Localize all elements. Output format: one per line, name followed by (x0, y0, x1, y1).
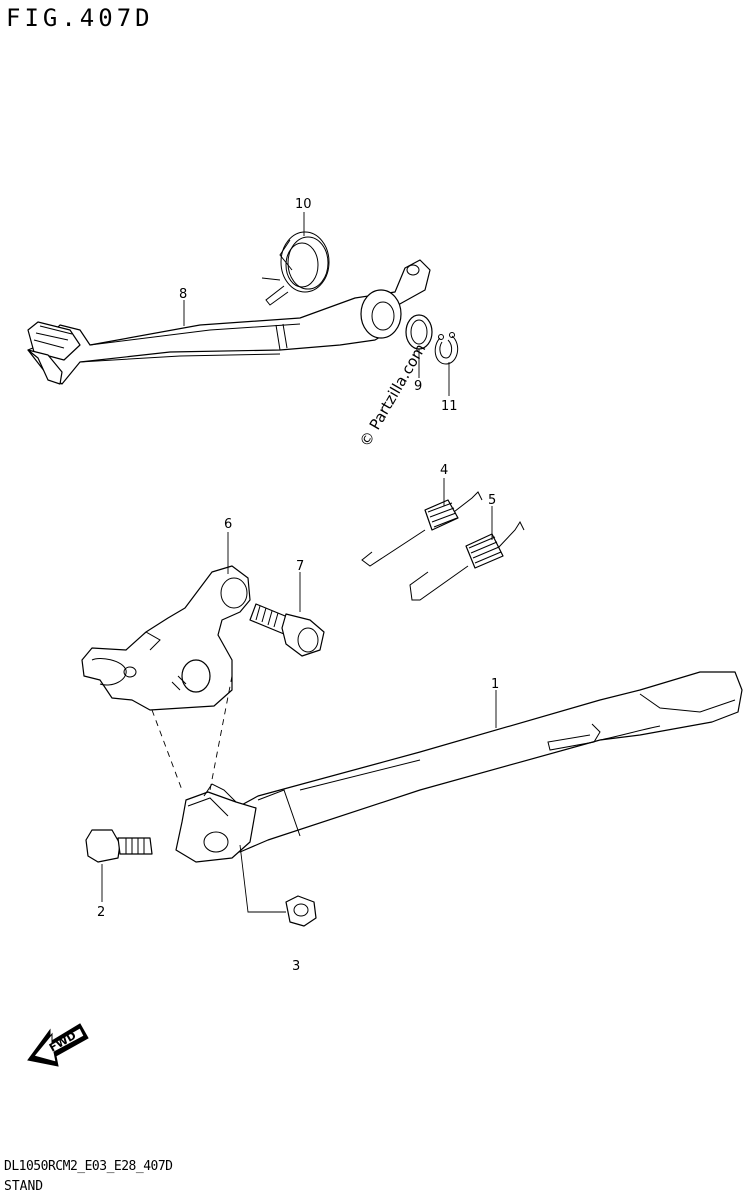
stand-spring-5[interactable] (409, 520, 525, 601)
snap-ring[interactable] (434, 332, 459, 365)
alignment-line (209, 675, 233, 791)
pivot-nut[interactable] (285, 895, 317, 927)
footer-section-name: STAND (4, 1179, 44, 1194)
callout-6: 6 (224, 517, 232, 532)
brake-pedal[interactable] (27, 259, 431, 385)
callout-2: 2 (97, 905, 105, 920)
stand-bracket[interactable] (81, 565, 251, 711)
bracket-bolt[interactable] (249, 603, 325, 657)
return-spring[interactable] (261, 231, 330, 306)
leader-line (239, 844, 286, 913)
callout-4: 4 (440, 463, 448, 478)
callout-10: 10 (295, 197, 312, 212)
callout-3: 3 (292, 959, 300, 974)
callout-9: 9 (414, 379, 422, 394)
callout-1: 1 (491, 677, 499, 692)
callout-8: 8 (179, 287, 187, 302)
callout-5: 5 (488, 493, 496, 508)
footer-diagram-code: DL1050RCM2_E03_E28_407D (4, 1159, 173, 1174)
fwd-arrow: FWD (27, 1023, 89, 1067)
callout-7: 7 (296, 559, 304, 574)
watermark: © Partzilla.com (356, 341, 429, 450)
figure-title: FIG.407D (6, 4, 154, 32)
alignment-line (151, 709, 183, 791)
stand-spring-4[interactable] (361, 491, 483, 567)
pivot-bolt[interactable] (85, 829, 153, 863)
side-stand[interactable] (175, 671, 743, 863)
callout-11: 11 (441, 399, 458, 414)
